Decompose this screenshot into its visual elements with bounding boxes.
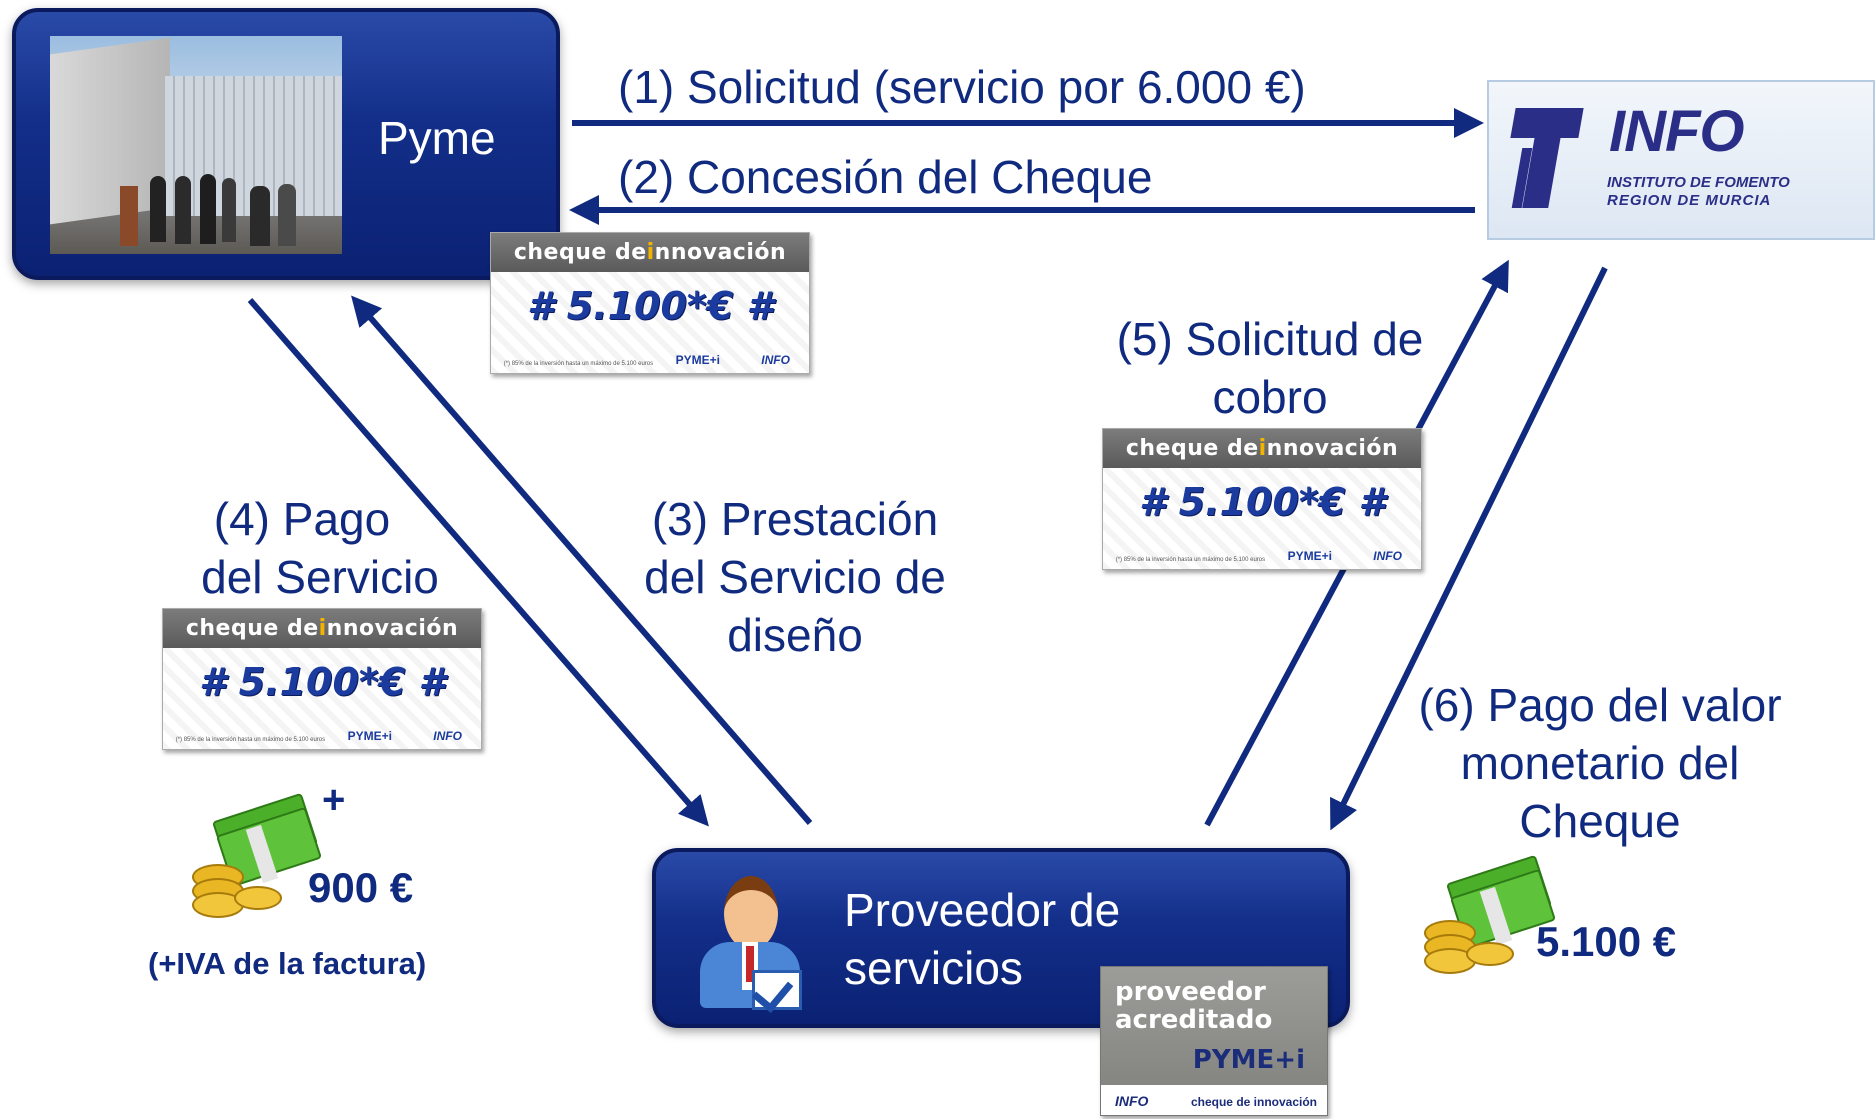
badge-line2: acreditado	[1115, 1005, 1273, 1035]
plus-sign: +	[322, 778, 346, 822]
cheque-amount: # 5.100*€ #	[199, 660, 445, 705]
proveedor-person-icon	[694, 872, 806, 1013]
arrow-step3	[351, 295, 813, 825]
badge-logo-info: INFO	[1115, 1093, 1149, 1109]
iva-note: (+IVA de la factura)	[148, 946, 427, 981]
cheque-note: (*) 85% de la inversión hasta un máximo …	[1115, 556, 1266, 563]
label-step3-line1: (3) Prestación	[651, 493, 939, 545]
label-step3: (3) Prestación del Servicio de diseño	[620, 490, 970, 664]
label-step3-line2: del Servicio de	[644, 551, 946, 603]
label-step6-line3: Cheque	[1519, 795, 1681, 847]
money-icon-info	[1418, 854, 1557, 978]
arrow-step6	[1330, 266, 1608, 831]
cheque-logo-info: INFO	[761, 352, 790, 367]
label-step5-line1: (5) Solicitud de	[1116, 313, 1424, 365]
label-step2: (2) Concesión del Cheque	[618, 151, 1153, 203]
badge-footer: cheque de innovación	[1190, 1095, 1317, 1109]
label-step5-line2: cobro	[1212, 371, 1328, 423]
info-logo-icon	[1510, 108, 1584, 208]
label-step3-line3: diseño	[727, 609, 863, 661]
badge-logo-pyme: PYME+i	[1192, 1045, 1305, 1075]
accredited-provider-badge: proveedor acreditado PYME+i INFO cheque …	[1100, 966, 1328, 1116]
cheque-logo-pyme: PYME+i	[1287, 548, 1332, 563]
label-step6-line1: (6) Pago del valor	[1418, 679, 1782, 731]
cheque-note: (*) 85% de la inversión hasta un máximo …	[503, 360, 654, 367]
pyme-label: Pyme	[378, 112, 496, 164]
label-step6: (6) Pago del valor monetario del Cheque	[1400, 676, 1800, 850]
info-logo-box: INFO INSTITUTO DE FOMENTO REGION DE MURC…	[1487, 80, 1875, 240]
info-subtitle-1: INSTITUTO DE FOMENTO	[1607, 174, 1790, 191]
badge-line1: proveedor	[1115, 977, 1266, 1007]
label-step6-line2: monetario del	[1460, 737, 1740, 789]
company-payment-amount: 900 €	[308, 864, 414, 911]
info-subtitle-2: REGION DE MURCIA	[1607, 192, 1772, 209]
cheque-amount: # 5.100*€ #	[1139, 480, 1385, 525]
proveedor-label-line1: Proveedor de	[844, 884, 1121, 936]
proveedor-label-line2: servicios	[844, 942, 1023, 994]
cheque-note: (*) 85% de la inversión hasta un máximo …	[175, 736, 326, 743]
arrow-step4	[247, 298, 709, 827]
label-step4-line2: del Servicio	[201, 551, 439, 603]
cheque-logo-info: INFO	[1373, 548, 1402, 563]
label-step4-line1: (4) Pago	[213, 493, 391, 545]
cheque-logo-pyme: PYME+i	[347, 728, 392, 743]
cheque-amount: # 5.100*€ #	[527, 284, 773, 329]
info-payment-amount: 5.100 €	[1536, 918, 1677, 965]
label-step1: (1) Solicitud (servicio por 6.000 €)	[618, 61, 1306, 113]
cheque-logo-pyme: PYME+i	[675, 352, 720, 367]
label-step4: (4) Pago del Servicio	[160, 490, 480, 606]
money-icon	[188, 792, 323, 924]
cheque-logo-info: INFO	[433, 728, 462, 743]
label-step5: (5) Solicitud de cobro	[1100, 310, 1440, 426]
pyme-box: Pyme	[12, 8, 560, 280]
pyme-photo	[50, 36, 342, 254]
info-logo-text: INFO	[1609, 99, 1745, 164]
